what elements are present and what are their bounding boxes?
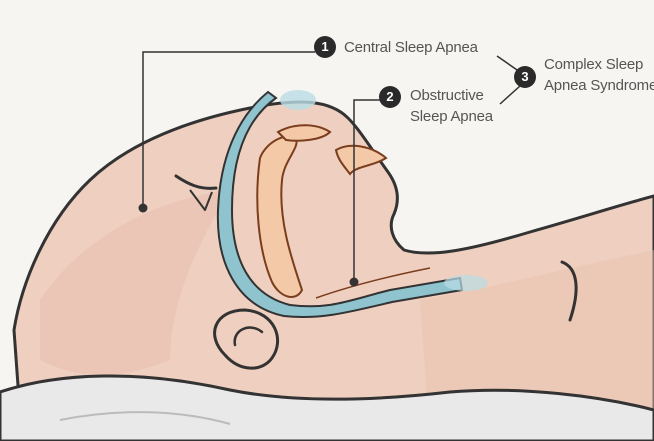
complex-number-badge: 3 — [514, 66, 536, 88]
complex-label-line1: Complex Sleep — [544, 56, 643, 73]
central-number-badge: 1 — [314, 36, 336, 58]
complex-label-line2: Apnea Syndrome — [544, 77, 654, 94]
throat-airflow — [444, 275, 488, 291]
central-sleep-apnea-label: Central Sleep Apnea — [344, 39, 478, 56]
complex-connector-bottom — [500, 86, 520, 104]
obstructive-number-badge: 2 — [379, 86, 401, 108]
nasal-airflow — [280, 90, 316, 110]
obstructive-label-line2: Sleep Apnea — [410, 108, 493, 125]
central-target-dot — [139, 204, 148, 213]
obstructive-label-line1: Obstructive — [410, 87, 484, 104]
obstructive-target-dot — [350, 278, 359, 287]
